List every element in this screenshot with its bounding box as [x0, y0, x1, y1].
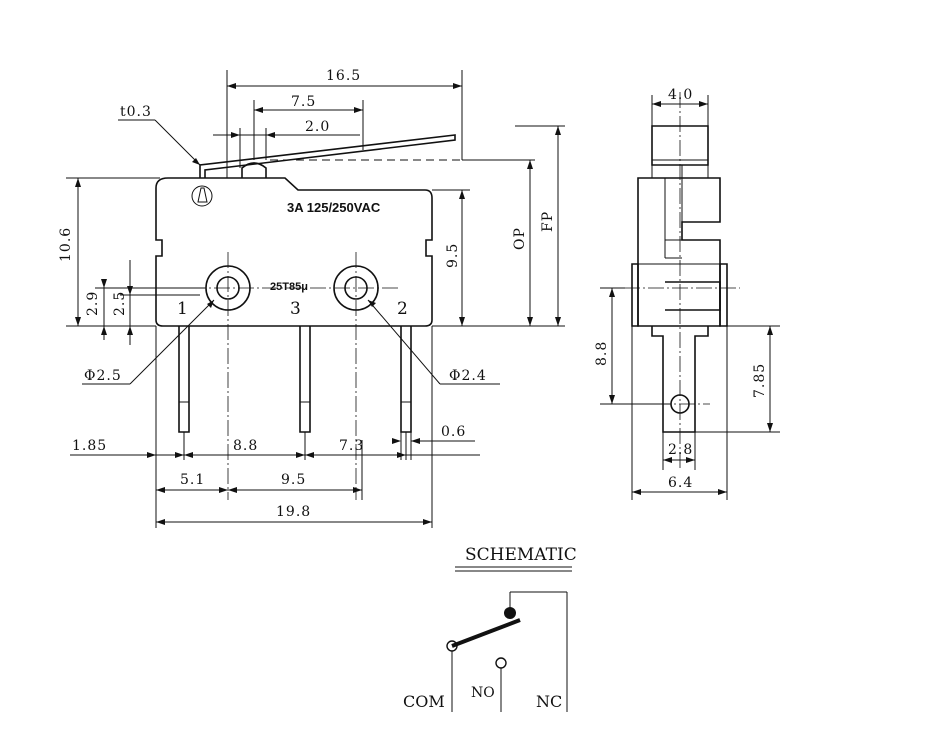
- side-body-outline: [637, 177, 721, 327]
- switch-lever: [451, 618, 521, 648]
- dim-fp: FP: [540, 211, 556, 232]
- pin-label-1: 1: [177, 299, 188, 319]
- side-view: 4.0 8.8 7.85 2.8 6.4: [594, 87, 780, 500]
- terminal-2: [400, 326, 412, 433]
- dim-2-0: 2.0: [305, 119, 330, 135]
- dim-side-6-4: 6.4: [668, 475, 693, 491]
- dim-phi-2-4: Φ2.4: [449, 368, 487, 384]
- no-contact: [495, 657, 507, 669]
- com-label: COM: [403, 692, 445, 711]
- dim-2-5: 2.5: [112, 291, 128, 316]
- dim-side-8-8: 8.8: [594, 341, 610, 366]
- dim-9-5-right: 9.5: [445, 243, 461, 268]
- dim-1-85: 1.85: [72, 438, 107, 454]
- dim-phi-2-5: Φ2.5: [84, 368, 122, 384]
- side-terminal: [651, 326, 709, 433]
- temp-rating-text: 25T85μ: [270, 281, 308, 293]
- lever-pivot: [241, 162, 267, 178]
- pin-label-3: 3: [290, 299, 301, 319]
- terminal-3: [299, 326, 311, 433]
- dim-9-5-bottom: 9.5: [281, 472, 306, 488]
- dim-7-3: 7.3: [339, 438, 364, 454]
- dim-16-5: 16.5: [326, 68, 361, 84]
- pin-label-2: 2: [397, 299, 408, 319]
- switch-body-outline: [155, 177, 433, 327]
- dim-10-6: 10.6: [58, 227, 74, 262]
- no-label: NO: [471, 685, 495, 701]
- dim-t0-3: t0.3: [120, 104, 152, 120]
- nc-contact: [504, 607, 516, 619]
- actuator-lever: [199, 134, 456, 178]
- terminal-1: [178, 326, 190, 433]
- dim-side-2-8: 2.8: [668, 442, 693, 458]
- dim-5-1: 5.1: [180, 472, 205, 488]
- dim-8-8: 8.8: [233, 438, 258, 454]
- dim-side-4-0: 4.0: [668, 87, 693, 103]
- schematic: SCHEMATIC COM NO NC: [403, 545, 577, 712]
- dim-side-7-85: 7.85: [752, 363, 768, 398]
- mounting-mark: [191, 185, 213, 207]
- rating-text: 3A 125/250VAC: [287, 200, 381, 215]
- dim-7-5: 7.5: [291, 94, 316, 110]
- dim-op: OP: [512, 227, 528, 250]
- schematic-title: SCHEMATIC: [465, 545, 577, 565]
- front-view: 3A 125/250VAC 25T85μ 1 3 2 16.5 7.5 2.0 …: [58, 68, 565, 528]
- dim-19-8: 19.8: [276, 504, 311, 520]
- nc-label: NC: [536, 692, 562, 711]
- dim-0-6: 0.6: [441, 424, 466, 440]
- dim-2-9: 2.9: [85, 291, 101, 316]
